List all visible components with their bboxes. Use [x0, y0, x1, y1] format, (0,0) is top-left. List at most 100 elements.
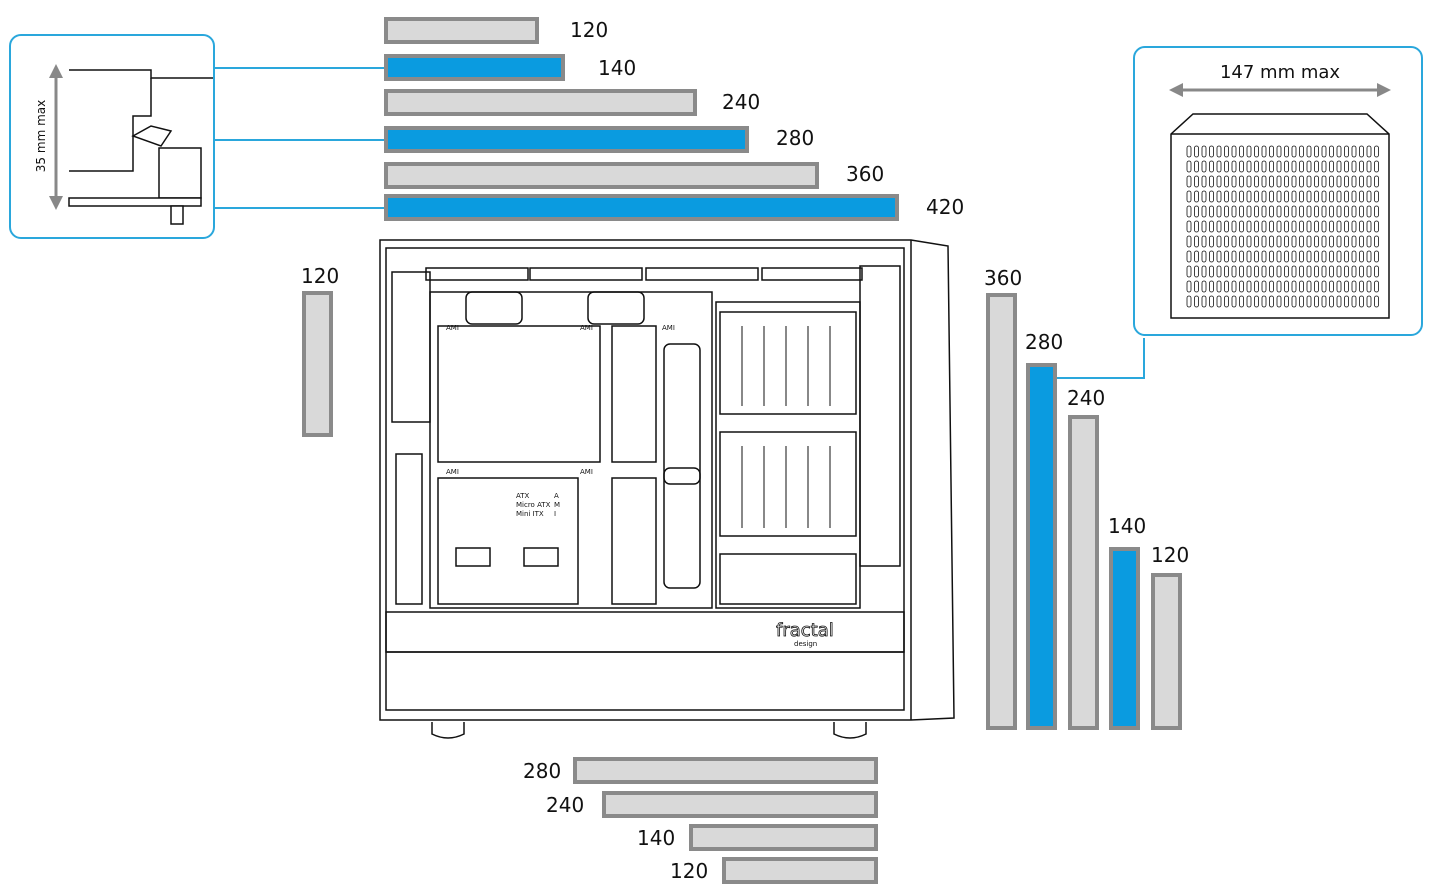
radiator-fin — [1201, 295, 1207, 308]
radiator-fin — [1359, 160, 1364, 173]
radiator-fin — [1194, 220, 1199, 233]
radiator-fin — [1306, 175, 1312, 188]
radiator-fin — [1276, 295, 1282, 308]
radiator-fin — [1201, 205, 1207, 218]
radiator-fin — [1299, 295, 1304, 308]
radiator-fin — [1276, 160, 1282, 173]
radiator-fin — [1239, 220, 1244, 233]
radiator-fin — [1231, 250, 1237, 263]
radiator-fin — [1254, 205, 1259, 218]
radiator-fin — [1329, 175, 1334, 188]
radiator-fin — [1239, 250, 1244, 263]
radiator-fin — [1269, 265, 1274, 278]
front-radiator-label-120: 120 — [1151, 543, 1190, 567]
radiator-fin — [1209, 235, 1214, 248]
radiator-fin — [1216, 190, 1222, 203]
radiator-fin — [1359, 205, 1364, 218]
mount-label: AMI — [446, 468, 459, 476]
radiator-fin — [1359, 175, 1364, 188]
radiator-fin — [1374, 265, 1379, 278]
radiator-fin — [1351, 295, 1357, 308]
width-callout: 147 mm max — [1133, 46, 1423, 336]
radiator-fin — [1374, 190, 1379, 203]
form-code-m: M — [554, 501, 560, 509]
radiator-fin — [1186, 280, 1192, 293]
rear-radiator-bar — [302, 291, 333, 437]
radiator-fin — [1366, 160, 1372, 173]
radiator-fin — [1216, 250, 1222, 263]
radiator-fin — [1344, 190, 1349, 203]
radiator-fin — [1239, 265, 1244, 278]
radiator-fin — [1201, 145, 1207, 158]
radiator-fin — [1186, 175, 1192, 188]
mount-label: AMI — [662, 324, 675, 332]
radiator-fin — [1201, 190, 1207, 203]
radiator-fin — [1224, 295, 1229, 308]
radiator-fin — [1254, 295, 1259, 308]
radiator-fin — [1231, 175, 1237, 188]
radiator-fin — [1261, 280, 1267, 293]
radiator-fin — [1306, 220, 1312, 233]
radiator-fin — [1336, 190, 1342, 203]
radiator-fin — [1374, 235, 1379, 248]
radiator-fin — [1351, 145, 1357, 158]
radiator-fin — [1336, 160, 1342, 173]
radiator-fin — [1329, 190, 1334, 203]
radiator-fin — [1351, 190, 1357, 203]
form-factor-atx: ATX — [516, 492, 530, 500]
radiator-fin — [1299, 220, 1304, 233]
radiator-fin — [1246, 190, 1252, 203]
clearance-callout: 35 mm max — [9, 34, 215, 239]
radiator-fin — [1254, 220, 1259, 233]
radiator-fin — [1299, 280, 1304, 293]
bottom-radiator-bar-280 — [573, 757, 878, 784]
mount-label: AMI — [580, 324, 593, 332]
radiator-fin — [1321, 160, 1327, 173]
radiator-fin — [1284, 175, 1289, 188]
radiator-fin — [1359, 280, 1364, 293]
radiator-fin — [1299, 265, 1304, 278]
radiator-fin — [1344, 205, 1349, 218]
front-radiator-bar-360 — [986, 293, 1017, 730]
bottom-radiator-label-240: 240 — [546, 793, 585, 817]
radiator-fin — [1329, 145, 1334, 158]
radiator-fin — [1239, 295, 1244, 308]
radiator-fin — [1359, 145, 1364, 158]
radiator-fin — [1194, 250, 1199, 263]
radiator-fin — [1269, 235, 1274, 248]
radiator-fin — [1186, 145, 1192, 158]
radiator-fin — [1216, 265, 1222, 278]
radiator-fin — [1246, 205, 1252, 218]
radiator-fin — [1254, 145, 1259, 158]
radiator-fin — [1291, 145, 1297, 158]
radiator-fin — [1314, 190, 1319, 203]
radiator-fin — [1231, 295, 1237, 308]
radiator-fin — [1366, 145, 1372, 158]
radiator-fin — [1374, 280, 1379, 293]
radiator-fin — [1351, 175, 1357, 188]
front-radiator-label-240: 240 — [1067, 386, 1106, 410]
front-radiator-label-360: 360 — [984, 266, 1023, 290]
brand-logo: fractal — [776, 620, 834, 641]
radiator-fin — [1261, 160, 1267, 173]
radiator-fin — [1276, 205, 1282, 218]
radiator-fin — [1216, 235, 1222, 248]
radiator-fin — [1284, 160, 1289, 173]
bottom-radiator-label-140: 140 — [637, 826, 676, 850]
radiator-fin — [1231, 220, 1237, 233]
radiator-fin — [1299, 145, 1304, 158]
radiator-fin — [1246, 250, 1252, 263]
radiator-fin — [1284, 205, 1289, 218]
radiator-fin — [1216, 295, 1222, 308]
radiator-fin — [1299, 175, 1304, 188]
radiator-fin — [1321, 295, 1327, 308]
radiator-fin — [1209, 190, 1214, 203]
bottom-radiator-label-280: 280 — [523, 759, 562, 783]
radiator-fin — [1284, 190, 1289, 203]
radiator-fin — [1246, 295, 1252, 308]
radiator-fin — [1239, 205, 1244, 218]
mount-label: AMI — [446, 324, 459, 332]
radiator-fin — [1216, 220, 1222, 233]
radiator-fin — [1231, 160, 1237, 173]
radiator-fin — [1254, 280, 1259, 293]
